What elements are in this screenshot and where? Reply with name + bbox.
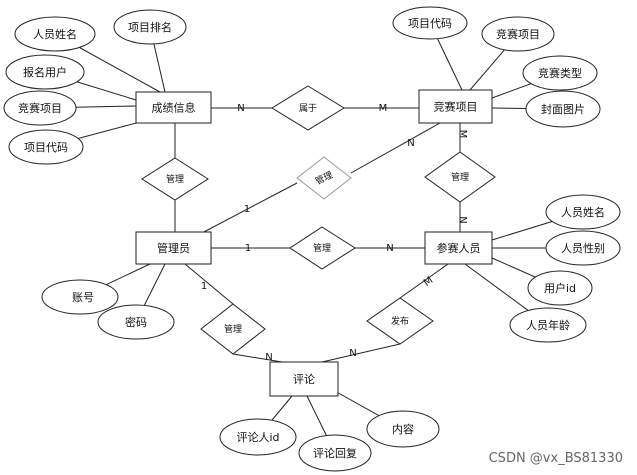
attribute-score-project-code: 项目代码 xyxy=(8,129,84,165)
relationship-admin-comment-label: 管理 xyxy=(224,323,242,335)
svg-text:竞赛类型: 竞赛类型 xyxy=(538,66,582,80)
entity-competition: 竞赛项目 xyxy=(418,89,493,124)
cardinality-admin-1-part: 1 xyxy=(245,243,251,254)
cardinality-score-n: N xyxy=(237,103,244,114)
attribute-part-user-id: 用户id xyxy=(527,270,593,306)
cardinality-comp-n-admin: N xyxy=(407,138,414,149)
svg-text:竞赛项目: 竞赛项目 xyxy=(18,101,62,115)
relationship-publish-label: 发布 xyxy=(391,315,409,327)
attribute-comp-cover-image: 封面图片 xyxy=(525,90,601,128)
attribute-score-reg-user: 报名用户 xyxy=(5,54,85,90)
cardinality-part-n-comp: N xyxy=(457,216,468,223)
svg-text:人员姓名: 人员姓名 xyxy=(33,27,77,41)
cardinality-comment-n-admin: N xyxy=(265,352,272,363)
svg-text:人员姓名: 人员姓名 xyxy=(561,205,605,219)
entity-score-info-label: 成绩信息 xyxy=(152,101,196,115)
svg-text:密码: 密码 xyxy=(125,315,147,329)
entity-participant: 参赛人员 xyxy=(424,231,493,265)
attribute-comment-reply: 评论回复 xyxy=(298,434,372,472)
entity-score-info: 成绩信息 xyxy=(135,91,212,124)
attribute-score-comp-project: 竞赛项目 xyxy=(3,90,77,126)
svg-text:账号: 账号 xyxy=(72,291,94,304)
attribute-admin-password: 密码 xyxy=(97,304,175,340)
relationship-admin-participant: 管理 xyxy=(289,226,356,270)
cardinality-part-n-admin: N xyxy=(386,243,393,254)
cardinality-admin-1-comp: 1 xyxy=(244,204,250,215)
svg-text:项目代码: 项目代码 xyxy=(24,141,68,154)
entity-admin: 管理员 xyxy=(135,231,212,265)
entity-competition-label: 竞赛项目 xyxy=(434,100,478,114)
attribute-score-person-name: 人员姓名 xyxy=(14,16,96,52)
relationship-admin-participant-label: 管理 xyxy=(313,242,331,254)
attribute-comment-commenter-id: 评论人id xyxy=(219,418,297,456)
relationship-belongs-to-label: 属于 xyxy=(299,103,317,114)
svg-text:评论人id: 评论人id xyxy=(236,430,279,444)
svg-text:项目排名: 项目排名 xyxy=(128,20,172,34)
entity-participant-label: 参赛人员 xyxy=(437,241,481,255)
svg-text:内容: 内容 xyxy=(392,422,414,436)
relationship-belongs-to: 属于 xyxy=(271,85,345,131)
svg-text:报名用户: 报名用户 xyxy=(23,65,67,79)
attribute-score-project-rank: 项目排名 xyxy=(113,9,187,45)
relationship-admin-score: 管理 xyxy=(141,157,209,201)
entity-comment: 评论 xyxy=(269,361,339,397)
attribute-admin-account: 账号 xyxy=(41,279,119,315)
relationship-comp-participant-label: 管理 xyxy=(451,171,469,183)
svg-text:用户id: 用户id xyxy=(544,281,576,295)
relationship-publish: 发布 xyxy=(366,297,434,345)
entity-admin-label: 管理员 xyxy=(157,241,190,255)
cardinality-admin-1-comment: 1 xyxy=(201,281,207,292)
svg-text:封面图片: 封面图片 xyxy=(541,102,585,116)
entity-comment-label: 评论 xyxy=(293,372,315,386)
relationship-admin-comment: 管理 xyxy=(200,303,266,355)
watermark: CSDN @vx_BS81330 xyxy=(489,451,623,466)
attribute-comp-type: 竞赛类型 xyxy=(522,55,598,91)
attribute-comp-project-code: 项目代码 xyxy=(392,6,468,40)
cardinality-comp-m: M xyxy=(379,103,388,114)
svg-text:人员年龄: 人员年龄 xyxy=(526,318,570,332)
svg-text:人员性别: 人员性别 xyxy=(561,241,605,255)
cardinality-comment-n-part: N xyxy=(349,348,356,359)
cardinality-part-m-comment: M xyxy=(422,275,435,289)
relationship-admin-competition: 管理 xyxy=(296,156,352,200)
attribute-part-name: 人员姓名 xyxy=(545,194,621,230)
svg-text:项目代码: 项目代码 xyxy=(408,17,452,30)
attribute-part-age: 人员年龄 xyxy=(509,307,587,343)
cardinality-comp-m-part: M xyxy=(457,130,468,139)
relationship-comp-participant: 管理 xyxy=(424,151,496,203)
svg-text:竞赛项目: 竞赛项目 xyxy=(496,27,540,41)
svg-text:评论回复: 评论回复 xyxy=(313,446,357,460)
attribute-comment-content: 内容 xyxy=(366,410,440,448)
attribute-part-gender: 人员性别 xyxy=(545,230,621,266)
relationship-admin-score-label: 管理 xyxy=(166,173,184,185)
attribute-comp-project: 竞赛项目 xyxy=(481,16,555,52)
